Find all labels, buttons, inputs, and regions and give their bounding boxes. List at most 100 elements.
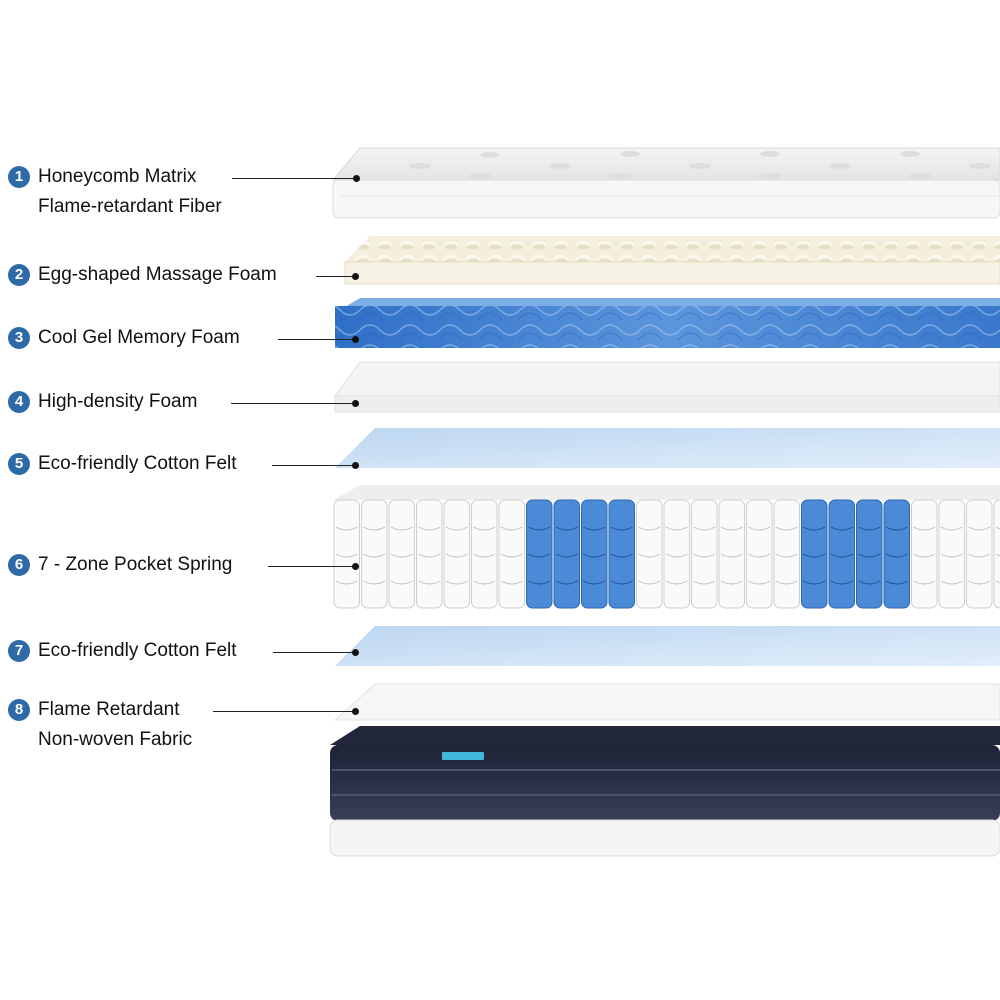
layer-name: Eco-friendly Cotton Felt (38, 640, 237, 661)
spring-coil-ring (995, 526, 1000, 530)
spring-coil-ring (858, 580, 881, 585)
spring-coil-ring (500, 580, 523, 585)
spring-coil-ring (500, 526, 523, 531)
number-badge: 4 (8, 391, 30, 413)
spring-coil-ring (445, 580, 468, 585)
high-density-foam-layer (334, 361, 1000, 413)
spring-coil-ring (473, 553, 496, 558)
mattress-base (329, 726, 1000, 857)
spring-coil-ring (775, 526, 798, 531)
spring-coil (361, 499, 388, 609)
spring-coil (746, 499, 773, 609)
layer-label-7: 7 Eco-friendly Cotton Felt (8, 636, 237, 666)
spring-coil-ring (390, 580, 413, 585)
spring-coil-ring (418, 580, 441, 585)
spring-coil-ring (830, 553, 853, 558)
spring-coil-ring (748, 526, 771, 531)
spring-coil-ring (390, 553, 413, 558)
spring-coil-ring (528, 580, 551, 585)
number-badge: 6 (8, 554, 30, 576)
spring-coil-ring (418, 526, 441, 531)
layer-name: Cool Gel Memory Foam (38, 327, 240, 348)
spring-coil-ring (610, 580, 633, 585)
layer-name: Egg-shaped Massage Foam (38, 264, 277, 285)
leader-line-3 (278, 336, 359, 343)
leader-line-5 (272, 462, 359, 469)
layer-name: Eco-friendly Cotton Felt (38, 453, 237, 474)
spring-coil (773, 499, 800, 609)
leader-line-6 (268, 563, 359, 570)
spring-coil-firm-zone (581, 499, 608, 609)
spring-coil-ring (418, 553, 441, 558)
spring-coil-ring (638, 580, 661, 585)
leader-line-8 (213, 708, 359, 715)
number-badge: 3 (8, 327, 30, 349)
layer-label-4: 4 High-density Foam (8, 387, 197, 417)
spring-coil-ring (335, 553, 358, 558)
spring-coil-ring (830, 526, 853, 531)
layer-name: 7 - Zone Pocket Spring (38, 554, 233, 575)
number-badge: 5 (8, 453, 30, 475)
leader-line-4 (231, 400, 359, 407)
spring-coil (471, 499, 498, 609)
layer-name: High-density Foam (38, 391, 198, 412)
spring-top-face (333, 485, 1000, 500)
layer-label-5: 5 Eco-friendly Cotton Felt (8, 449, 237, 479)
spring-coil-ring (638, 553, 661, 558)
spring-coil-firm-zone (801, 499, 828, 609)
spring-coil (388, 499, 415, 609)
spring-coil-ring (830, 580, 853, 585)
spring-coil-ring (363, 553, 386, 558)
spring-coil-ring (748, 580, 771, 585)
spring-coil-ring (748, 553, 771, 558)
spring-coil-firm-zone (828, 499, 855, 609)
spring-coil-ring (445, 553, 468, 558)
layer-label-8: 8 Flame Retardant Non-woven Fabric (8, 695, 192, 755)
spring-coil-ring (968, 580, 991, 585)
spring-coil-ring (363, 526, 386, 531)
spring-coil-firm-zone (553, 499, 580, 609)
spring-coil-ring (528, 526, 551, 531)
spring-coil-ring (693, 553, 716, 558)
number-badge: 8 (8, 699, 30, 721)
number-badge: 2 (8, 264, 30, 286)
spring-coil (333, 499, 360, 609)
spring-coil (498, 499, 525, 609)
spring-coil-ring (583, 526, 606, 531)
spring-coil-firm-zone (608, 499, 635, 609)
layer-name: Flame Retardant (38, 699, 180, 720)
leader-line-2 (316, 273, 359, 280)
spring-coil-ring (858, 553, 881, 558)
spring-coil-ring (995, 553, 1000, 557)
spring-coil (663, 499, 690, 609)
spring-coil-ring (803, 526, 826, 531)
spring-coil-ring (555, 580, 578, 585)
spring-coil-ring (940, 526, 963, 531)
spring-coil-ring (583, 580, 606, 585)
cotton-felt-layer-upper (335, 428, 1000, 468)
spring-coil-ring (555, 526, 578, 531)
spring-coil-firm-zone (856, 499, 883, 609)
spring-coil-ring (335, 526, 358, 531)
number-badge: 7 (8, 640, 30, 662)
spring-coil-ring (473, 526, 496, 531)
leader-line-7 (273, 649, 359, 656)
spring-coil-ring (940, 553, 963, 558)
spring-coil-ring (363, 580, 386, 585)
brand-tag (442, 752, 484, 760)
spring-coil-firm-zone (883, 499, 910, 609)
spring-coil-ring (885, 580, 908, 585)
gel-memory-foam-layer (335, 298, 1000, 348)
spring-coil-firm-zone (526, 499, 553, 609)
spring-coil-ring (775, 553, 798, 558)
layer-label-6: 6 7 - Zone Pocket Spring (8, 550, 232, 580)
spring-coil-ring (500, 553, 523, 558)
spring-coil-ring (693, 526, 716, 531)
spring-coil-ring (940, 580, 963, 585)
spring-coil-ring (390, 526, 413, 531)
egg-foam-layer (344, 236, 1000, 285)
spring-coil-ring (610, 553, 633, 558)
spring-coil-ring (555, 553, 578, 558)
spring-coil-ring (473, 580, 496, 585)
